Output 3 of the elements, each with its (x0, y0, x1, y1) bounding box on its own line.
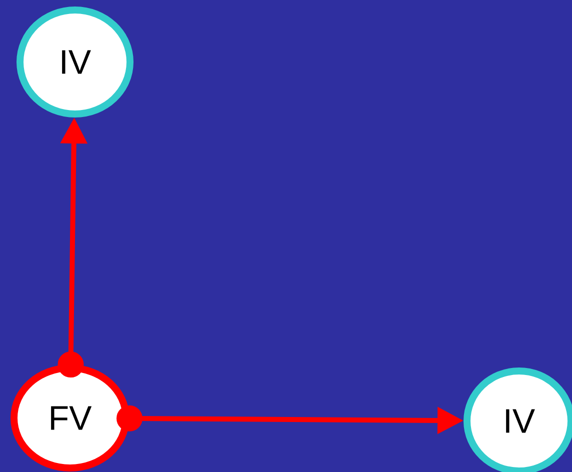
circle-node: IV (464, 368, 572, 472)
circle-node: IV (16, 6, 134, 118)
circle-node: FV (10, 364, 130, 472)
